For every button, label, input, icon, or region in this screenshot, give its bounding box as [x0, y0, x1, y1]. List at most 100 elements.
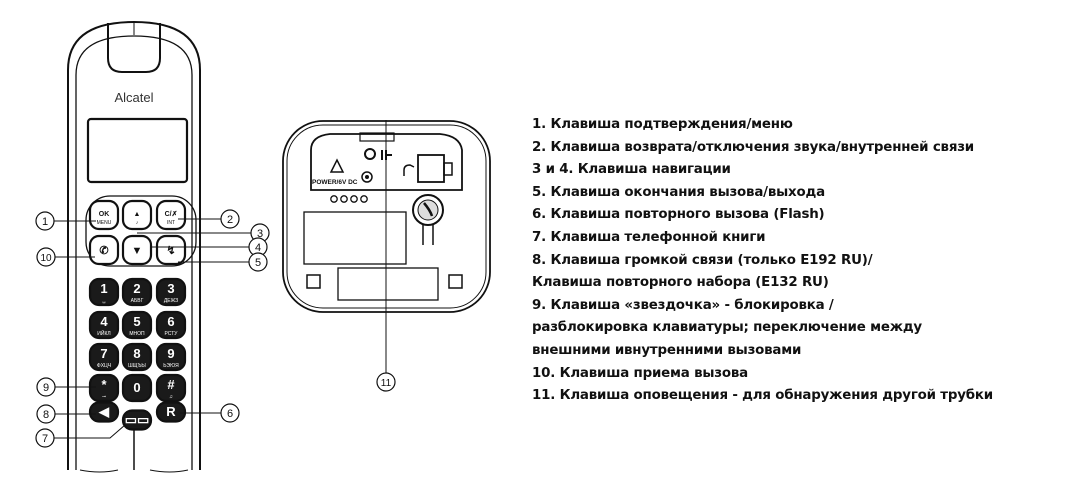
key-label: R [166, 404, 176, 419]
key-label: OK [99, 211, 110, 218]
key-legend: 1. Клавиша подтверждения/меню 2. Клавиша … [532, 114, 993, 408]
key-label: 3 [167, 281, 174, 296]
callout-4: 4 [248, 237, 268, 257]
callout-number: 3 [257, 228, 263, 240]
legend-line: 3 и 4. Клавиша навигации [532, 162, 731, 178]
digit-key-*[interactable]: *⊸ [88, 373, 120, 403]
digit-key-1[interactable]: 1␣ [88, 277, 120, 307]
phone-line-icon [403, 164, 415, 176]
keypad: OKMENU▲♪C/✗INT✆▼↯1␣2АБВГ3ДЕЖЗ4ИЙКЛ5МНОП6… [88, 199, 187, 431]
digit-key-#[interactable]: #♫ [155, 373, 187, 403]
callout-8: 8 [36, 404, 56, 424]
key-label: ▼ [132, 245, 143, 257]
legend-line: 9. Клавиша «звездочка» - блокировка / [532, 297, 834, 313]
legend-line: 8. Клавиша громкой связи (только E192 RU… [532, 252, 873, 268]
key-sublabel: АБВГ [131, 298, 144, 304]
legend-line: 5. Клавиша окончания вызова/выхода [532, 184, 825, 200]
warning-icon [329, 158, 345, 173]
key-sublabel: MENU [97, 220, 112, 226]
callout-number: 2 [227, 214, 233, 226]
callout-lines [54, 120, 387, 439]
callout-number: 6 [227, 408, 233, 420]
legend-line: 10. Клавиша приема вызова [532, 365, 748, 381]
callout-number: 7 [42, 433, 48, 445]
key-label: # [167, 377, 175, 392]
legend-line: разблокировка клавиатуры; переключение м… [532, 320, 922, 336]
legend-line: 6. Клавиша повторного вызова (Flash) [532, 207, 825, 223]
legend-line: 1. Клавиша подтверждения/меню [532, 117, 793, 132]
key-sublabel: ␣ [102, 298, 105, 304]
key-sublabel: ИЙКЛ [97, 329, 110, 337]
callout-1: 1 [35, 211, 55, 231]
callout-number: 4 [255, 242, 261, 254]
key-label: * [101, 377, 107, 392]
key-label: ▲ [134, 211, 141, 218]
foot [306, 274, 321, 289]
key-label: 6 [167, 314, 174, 329]
back-mute-int-key[interactable]: C/✗INT [155, 199, 187, 231]
key-sublabel: ЬЭЮЯ [163, 363, 179, 369]
callout-number: 11 [381, 378, 392, 389]
power-jack-icon [361, 171, 373, 183]
key-sublabel: INT [167, 220, 175, 226]
foot [448, 274, 463, 289]
key-sublabel: ШЩЪЫ [128, 363, 146, 369]
callout-number: 9 [43, 382, 49, 394]
phonebook-key[interactable]: ▭▭ [121, 409, 153, 431]
legend-line: 7. Клавиша телефонной книги [532, 229, 766, 245]
callout-number: 10 [40, 253, 52, 264]
key-label: 2 [133, 281, 140, 296]
label-area-2 [337, 267, 439, 301]
up-key[interactable]: ▲♪ [121, 199, 153, 231]
label-area [303, 211, 407, 265]
callout-number: 8 [43, 409, 49, 421]
key-label: 4 [100, 314, 108, 329]
digit-key-0[interactable]: 0 [121, 373, 153, 403]
ok-menu-key[interactable]: OK MENU [88, 199, 120, 231]
end-key[interactable]: ↯ [155, 234, 187, 266]
callout-9: 9 [36, 377, 56, 397]
callout-number: 1 [42, 216, 48, 228]
key-label: ✆ [99, 245, 108, 257]
speaker-key[interactable]: ◀ [88, 401, 120, 423]
down-key[interactable]: ▼ [121, 234, 153, 266]
brand-logo: Alcatel [114, 90, 153, 105]
callout-2: 2 [220, 209, 240, 229]
key-label: 1 [100, 281, 107, 296]
key-label: ◀ [98, 404, 110, 419]
led-indicators [330, 195, 368, 203]
paging-button[interactable] [412, 194, 444, 245]
key-sublabel: ♪ [136, 220, 139, 226]
callout-5: 5 [248, 252, 268, 272]
handset-screen [86, 117, 189, 184]
key-sublabel: ⊸ [102, 394, 106, 400]
callout-10: 10 [36, 247, 56, 267]
legend-line: Клавиша повторного набора (E132 RU) [532, 275, 829, 291]
ground-icon [364, 148, 376, 160]
key-label: 0 [133, 380, 140, 395]
key-label: ▭▭ [125, 412, 150, 427]
power-label: POWER/6V DC [312, 179, 358, 186]
key-sublabel: РСТУ [165, 331, 179, 337]
key-sublabel: МНОП [129, 331, 145, 337]
key-label: 8 [133, 346, 140, 361]
key-label: 7 [100, 346, 107, 361]
phone-line-socket [417, 154, 445, 183]
key-label: ↯ [166, 245, 175, 257]
call-key[interactable]: ✆ [88, 234, 120, 266]
legend-line: 2. Клавиша возврата/отключения звука/вну… [532, 139, 974, 155]
callout-6: 6 [220, 403, 240, 423]
key-label: 5 [133, 314, 140, 329]
r-flash-key[interactable]: R [155, 401, 187, 423]
key-sublabel: ДЕЖЗ [164, 298, 178, 304]
